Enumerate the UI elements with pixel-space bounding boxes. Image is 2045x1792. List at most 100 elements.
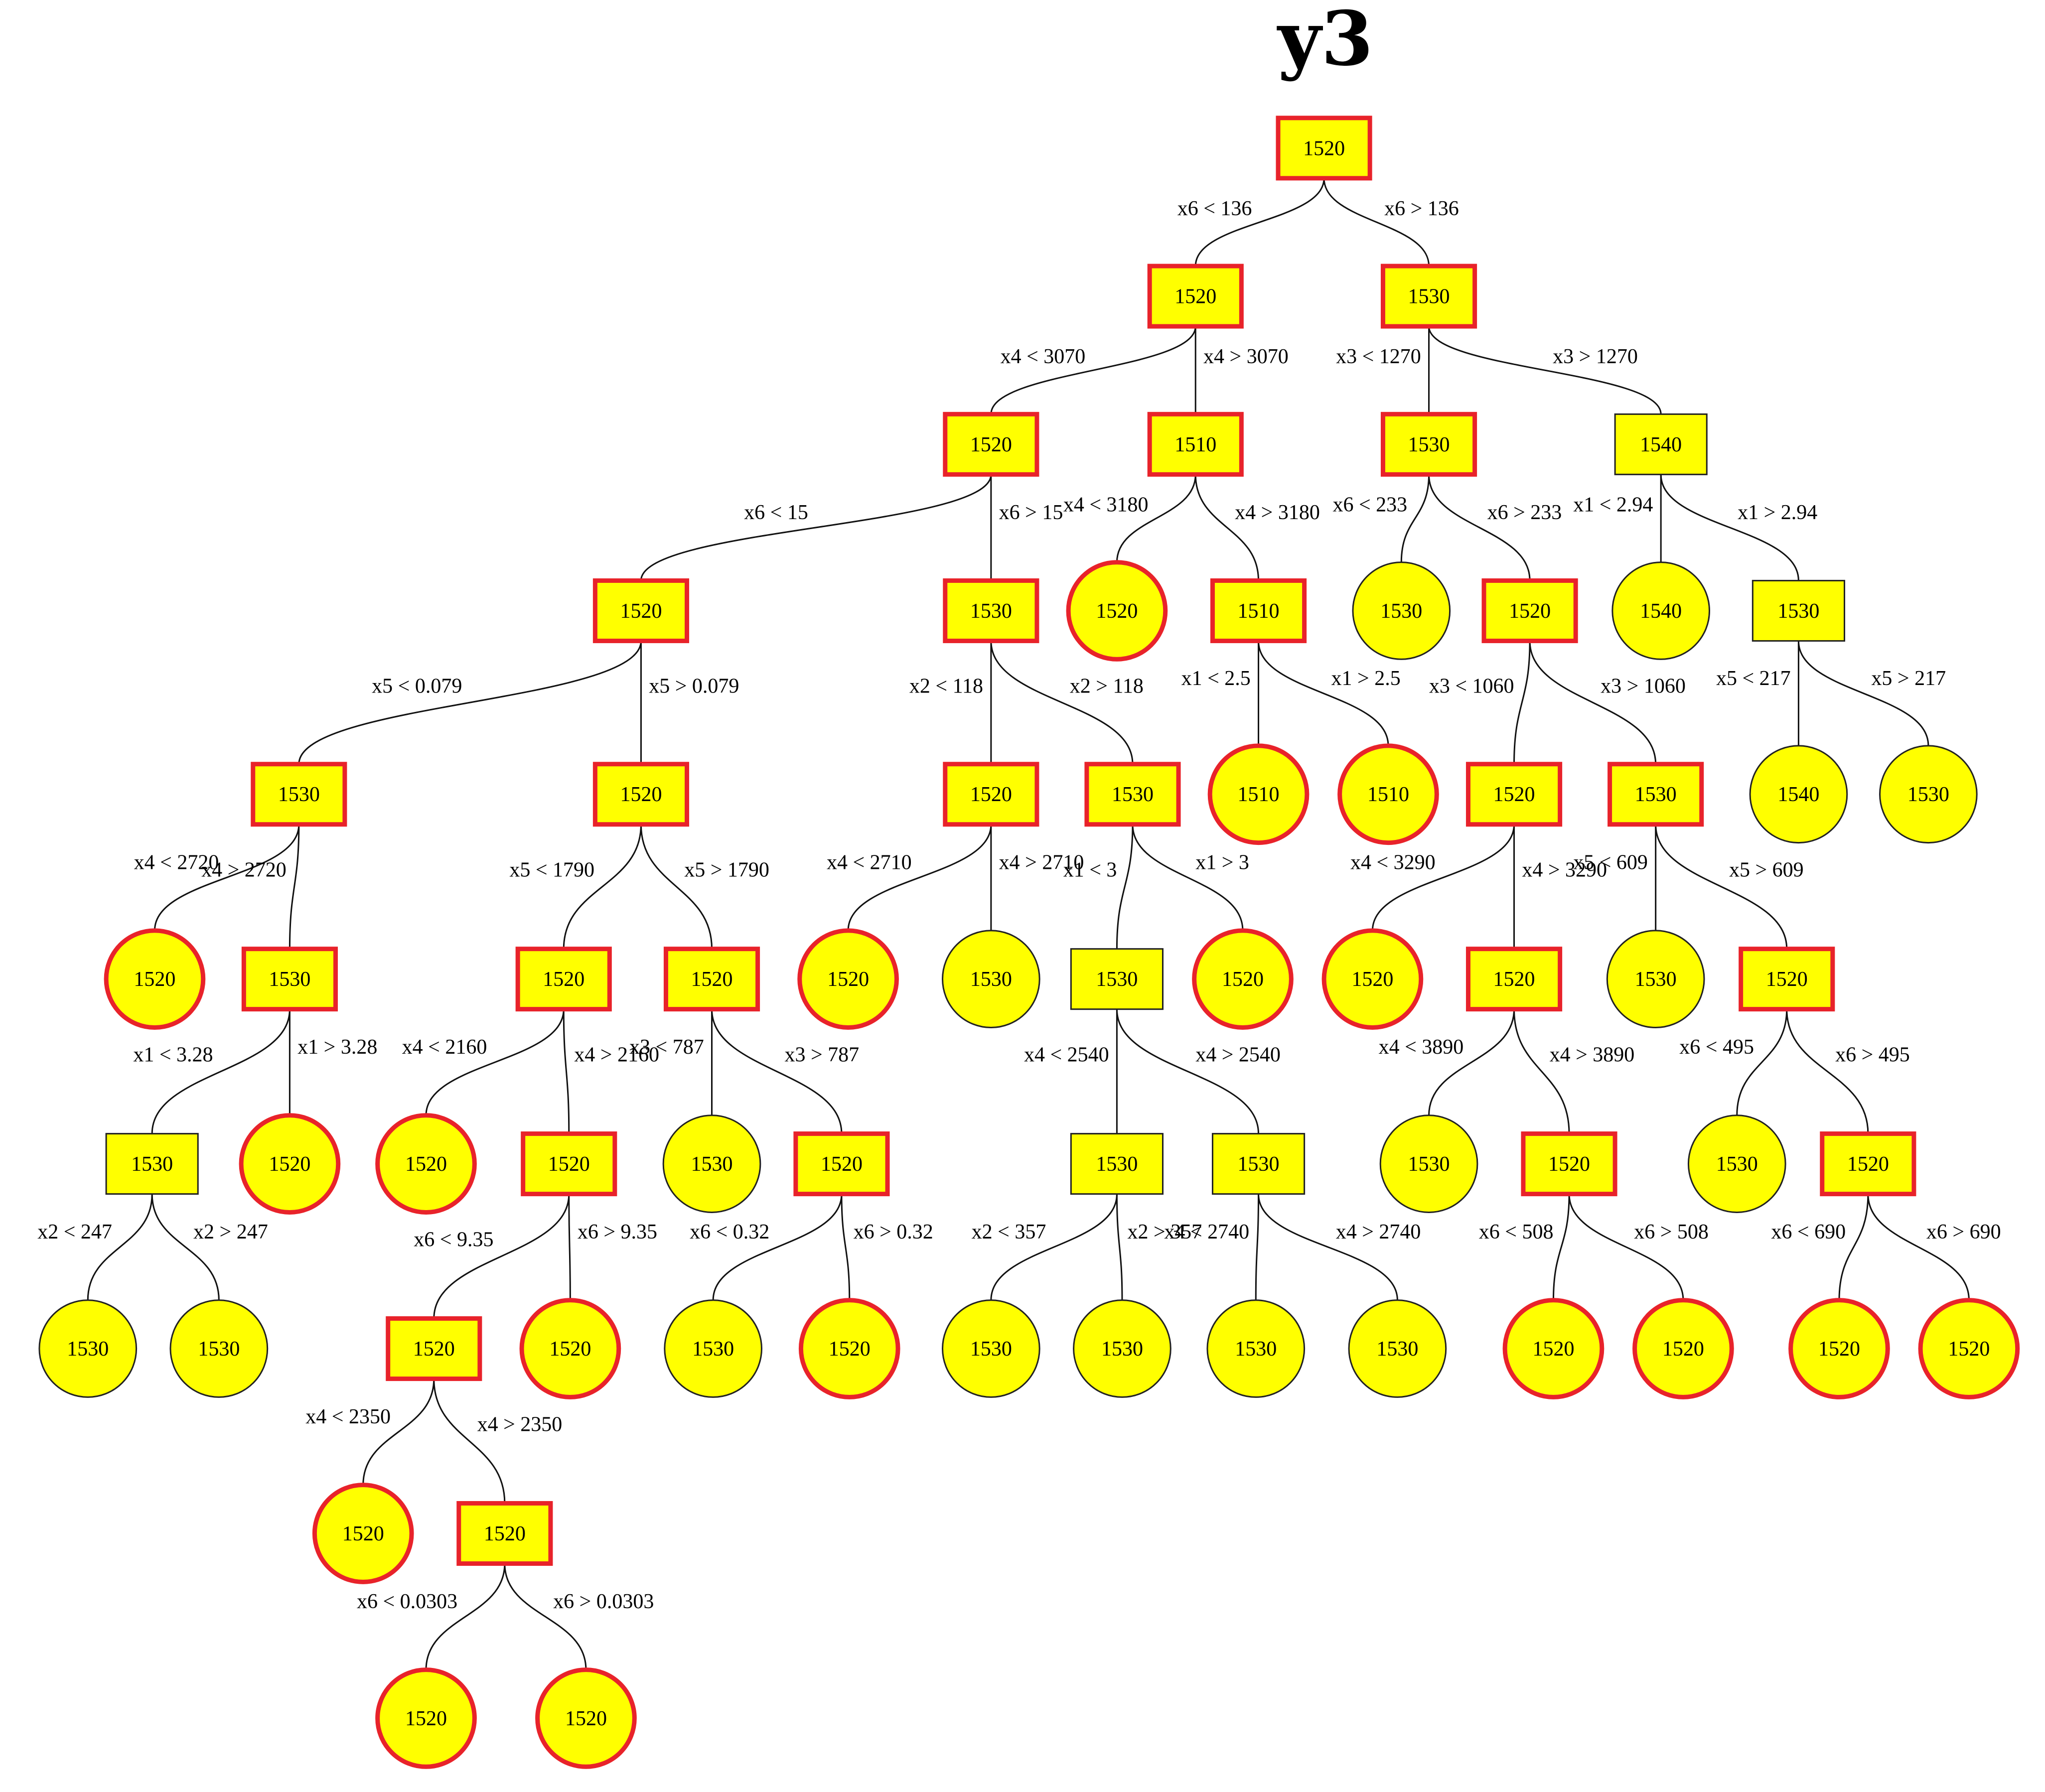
leaf-node-n51: 1530 xyxy=(169,1299,269,1398)
edge-label: x5 > 609 xyxy=(1729,859,1804,882)
node-box xyxy=(592,578,690,643)
node-circle xyxy=(1687,1114,1786,1213)
node-circle xyxy=(797,928,899,1030)
leaf-node-n40: 1520 xyxy=(375,1113,477,1215)
node-value: 1520 xyxy=(1351,968,1393,991)
edge-label: x4 > 3290 xyxy=(1522,859,1607,882)
node-value: 1520 xyxy=(405,1153,447,1176)
edge-n45-n58 xyxy=(1255,1194,1260,1300)
edge-n19-n32 xyxy=(1116,824,1134,949)
node-box xyxy=(943,412,1039,477)
decision-node-n41: 1520 xyxy=(521,1131,617,1197)
edge-label: x4 > 2160 xyxy=(574,1044,659,1067)
node-value: 1540 xyxy=(1777,783,1819,806)
edge-label: x3 < 1060 xyxy=(1429,675,1514,697)
leaf-node-n24: 1540 xyxy=(1749,745,1848,844)
edge-label: x4 > 3070 xyxy=(1203,345,1289,368)
node-value: 1510 xyxy=(1367,783,1409,806)
edge-n37-n49 xyxy=(1786,1009,1869,1134)
node-circle xyxy=(1192,928,1294,1030)
edge-n44-n57 xyxy=(1116,1194,1123,1300)
edge-n45-n59 xyxy=(1258,1194,1398,1300)
edge-label: x4 < 3070 xyxy=(1001,345,1086,368)
edge-label: x2 > 247 xyxy=(193,1221,268,1243)
leaf-node-n36: 1530 xyxy=(1606,930,1705,1029)
node-box xyxy=(1380,412,1477,477)
node-box xyxy=(1070,1133,1164,1195)
node-value: 1530 xyxy=(1716,1153,1758,1176)
node-circle xyxy=(1206,1299,1306,1398)
leaf-node-n58: 1530 xyxy=(1206,1299,1306,1398)
edge-label: x2 > 118 xyxy=(1070,675,1144,697)
decision-node-n43: 1520 xyxy=(793,1131,890,1197)
edge-label: x5 > 217 xyxy=(1871,667,1946,690)
node-circle xyxy=(1611,561,1711,660)
node-circle xyxy=(1632,1298,1734,1399)
edge-n4-n8 xyxy=(640,474,992,581)
node-value: 1530 xyxy=(970,1338,1012,1361)
edge-label: x4 > 3180 xyxy=(1235,501,1320,524)
decision-node-n44: 1530 xyxy=(1070,1133,1164,1195)
edge-label: x6 < 0.0303 xyxy=(357,1590,457,1613)
node-value: 1520 xyxy=(1948,1338,1990,1361)
node-circle xyxy=(312,1483,414,1584)
edge-label: x4 < 2720 xyxy=(134,851,219,874)
leaf-node-n26: 1520 xyxy=(104,928,206,1030)
node-circle xyxy=(1606,930,1705,1029)
node-value: 1520 xyxy=(1766,968,1808,991)
edge-label: x6 > 0.0303 xyxy=(553,1590,654,1613)
node-circle xyxy=(1918,1298,2020,1399)
node-box xyxy=(1465,947,1563,1012)
edge-n41-n52 xyxy=(433,1194,570,1319)
node-value: 1530 xyxy=(131,1153,173,1176)
edge-n38-n50 xyxy=(87,1194,153,1300)
edge-n17-n28 xyxy=(563,824,642,949)
edge-n47-n61 xyxy=(1568,1194,1684,1300)
edge-label: x4 > 2740 xyxy=(1336,1221,1421,1243)
node-value: 1520 xyxy=(1174,285,1216,308)
node-box xyxy=(241,947,338,1012)
node-circle xyxy=(375,1113,477,1215)
node-value: 1530 xyxy=(1235,1338,1277,1361)
leaf-node-n56: 1530 xyxy=(942,1299,1040,1398)
node-value: 1540 xyxy=(1640,600,1682,623)
node-box xyxy=(1607,762,1704,827)
edge-label: x1 > 2.94 xyxy=(1738,501,1817,524)
leaf-node-n61: 1520 xyxy=(1632,1298,1734,1399)
node-circle xyxy=(239,1113,341,1215)
decision-node-n22: 1520 xyxy=(1465,762,1563,827)
leaf-node-n59: 1530 xyxy=(1348,1299,1447,1398)
decision-node-n2: 1520 xyxy=(1147,264,1244,329)
leaf-node-n48: 1530 xyxy=(1687,1114,1786,1213)
edge-n3-n7 xyxy=(1428,326,1662,414)
leaf-node-n20: 1510 xyxy=(1207,743,1310,845)
node-circle xyxy=(1073,1299,1171,1398)
decision-node-n15: 1530 xyxy=(1752,579,1845,642)
edge-n52-n65 xyxy=(433,1378,506,1504)
edge-n28-n40 xyxy=(425,1009,565,1115)
leaf-node-n46: 1530 xyxy=(1379,1114,1478,1213)
edge-label: x4 < 2740 xyxy=(1164,1221,1249,1243)
edge-label: x5 < 1790 xyxy=(509,859,594,882)
edge-n37-n48 xyxy=(1736,1009,1788,1115)
node-value: 1530 xyxy=(1408,1153,1450,1176)
node-box xyxy=(1820,1131,1916,1197)
edge-n1-n2 xyxy=(1194,178,1325,267)
node-value: 1520 xyxy=(970,433,1012,456)
leaf-node-n42: 1530 xyxy=(662,1114,761,1213)
edge-label: x6 < 508 xyxy=(1479,1221,1554,1243)
edge-label: x4 < 2160 xyxy=(402,1036,487,1059)
node-box xyxy=(1070,948,1164,1010)
edge-label: x3 > 1060 xyxy=(1601,675,1686,697)
node-value: 1510 xyxy=(1238,783,1280,806)
node-box xyxy=(1147,264,1244,329)
node-value: 1520 xyxy=(548,1153,590,1176)
node-circle xyxy=(38,1299,138,1398)
node-circle xyxy=(1788,1298,1890,1399)
edge-n35-n47 xyxy=(1513,1009,1570,1134)
decision-node-n13: 1520 xyxy=(1481,578,1578,643)
edge-label: x6 > 495 xyxy=(1835,1044,1910,1067)
leaf-node-n33: 1520 xyxy=(1192,928,1294,1030)
leaf-node-n54: 1530 xyxy=(664,1299,762,1398)
node-circle xyxy=(535,1667,637,1769)
